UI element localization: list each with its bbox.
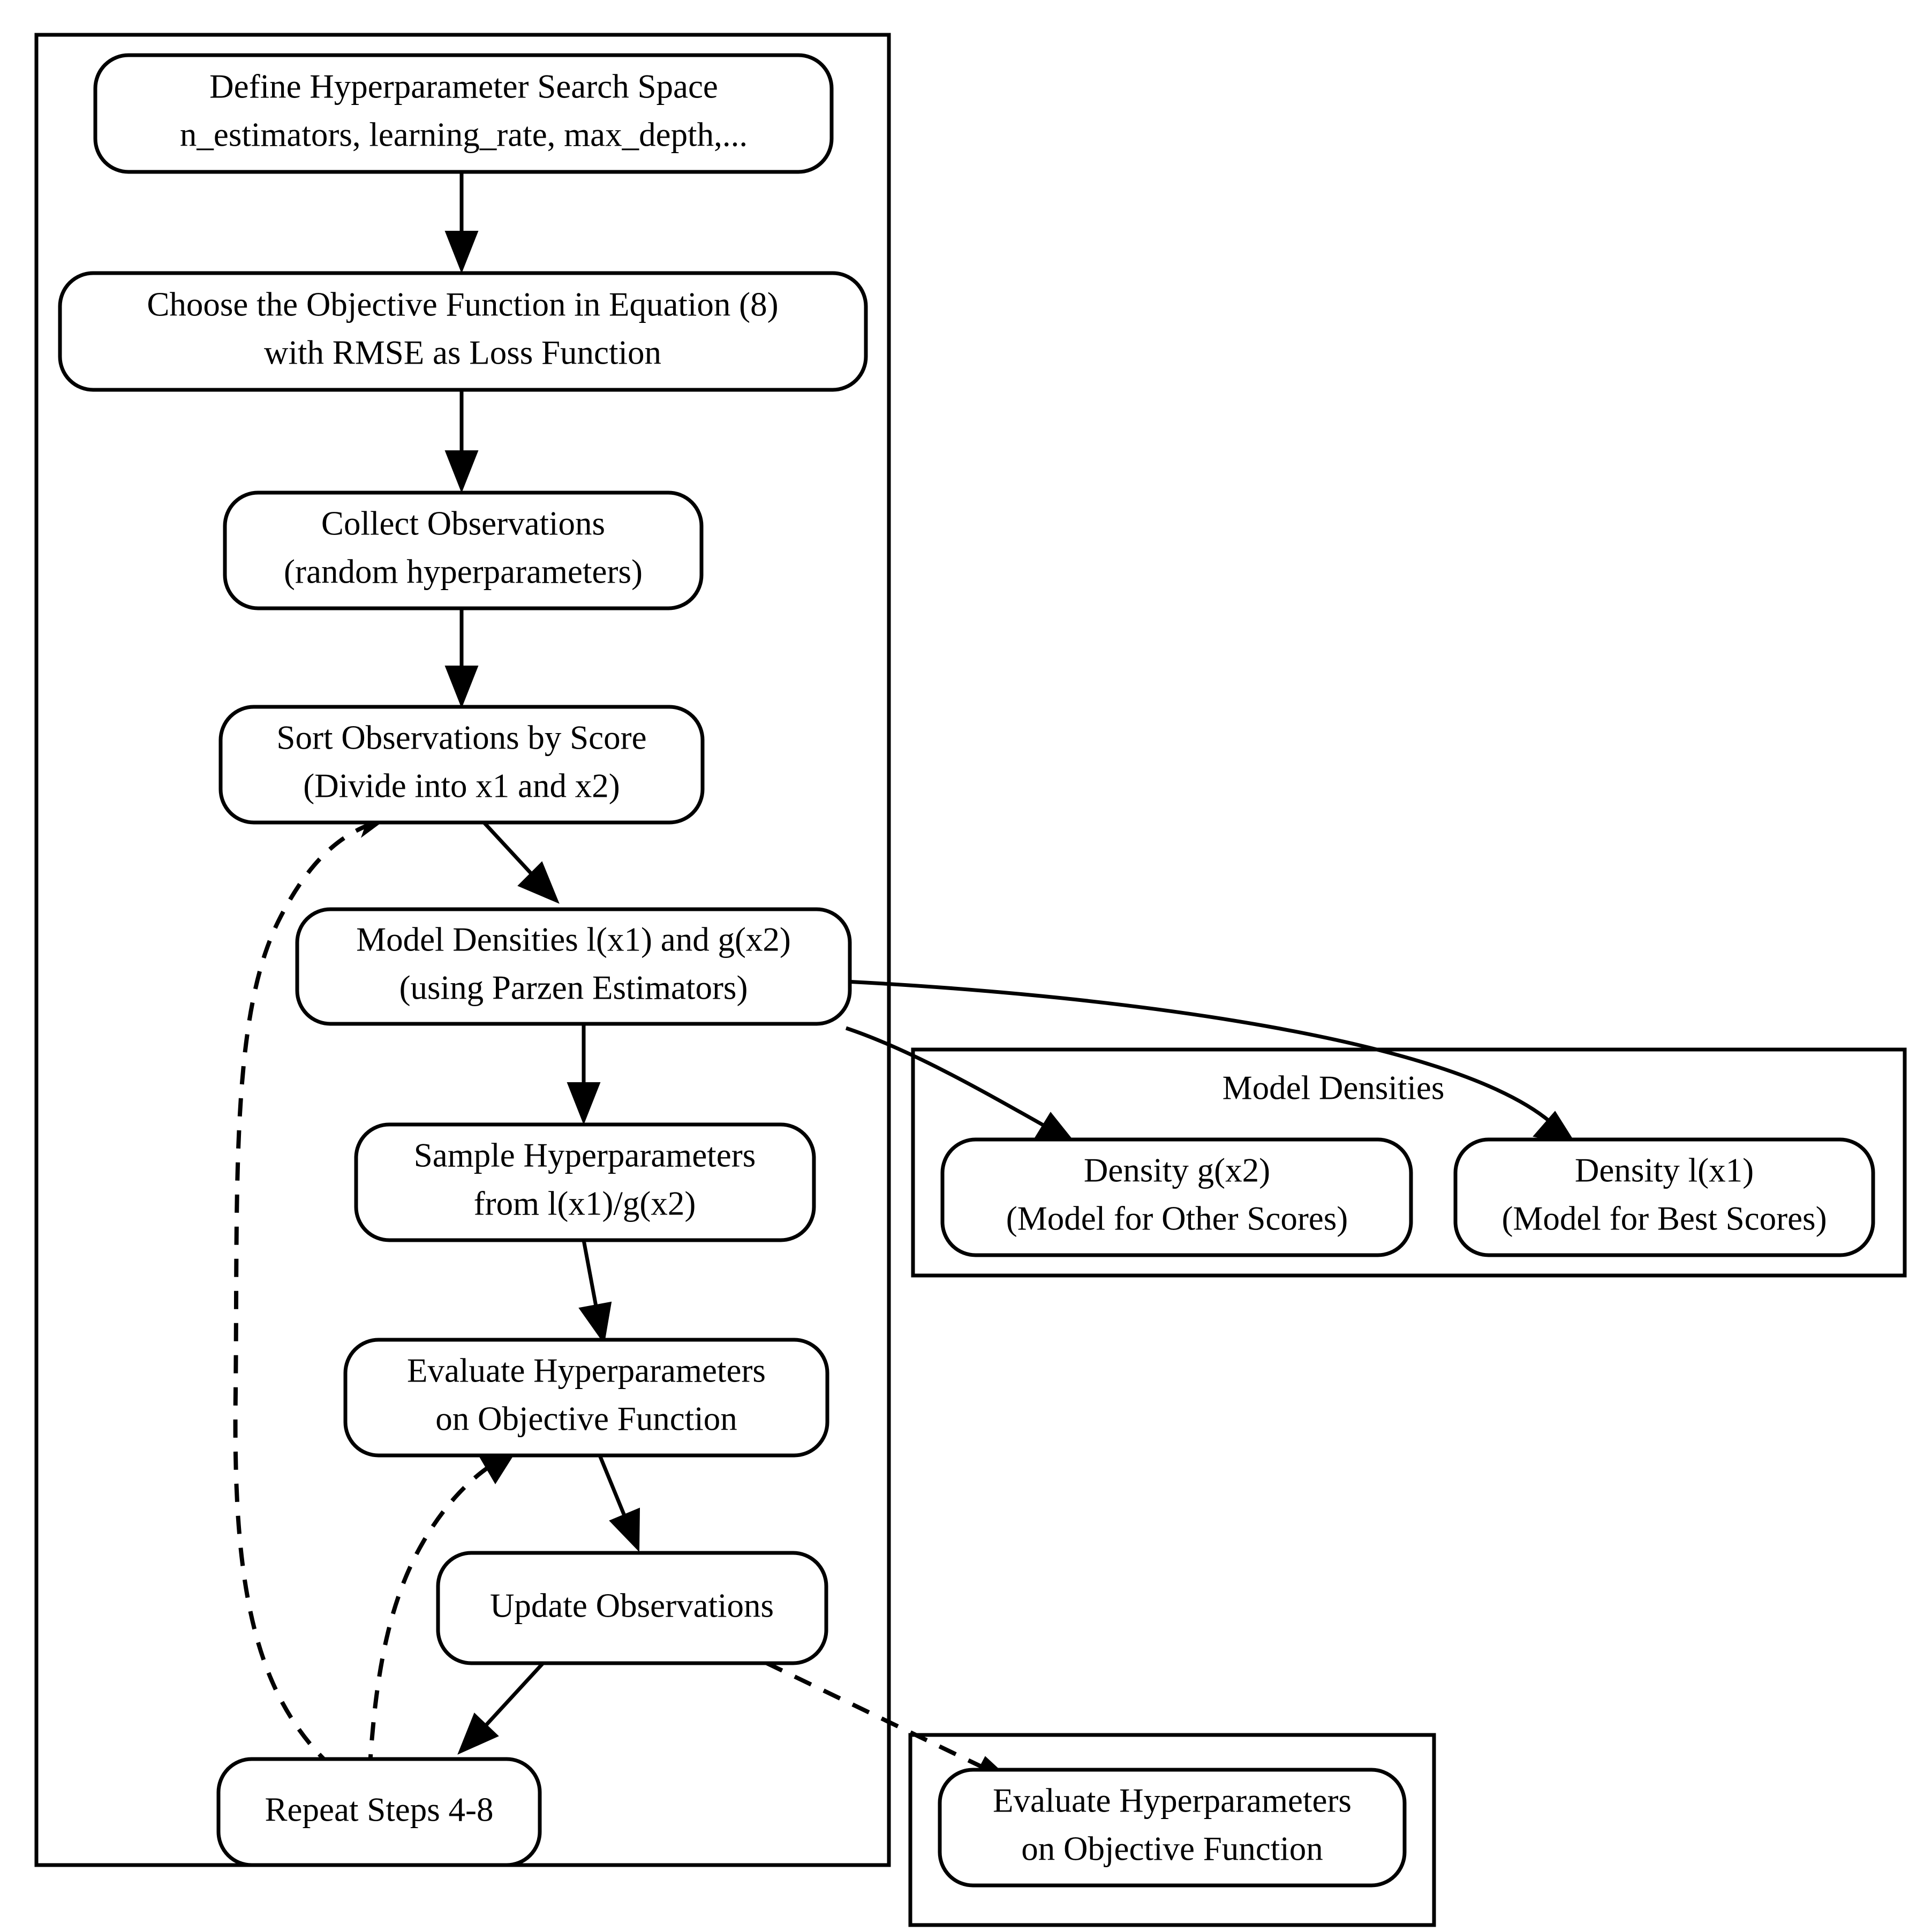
node-update-observations[interactable]: Update Observations bbox=[436, 1551, 828, 1665]
node-evaluate-hyperparameters-output-line2: on Objective Function bbox=[1021, 1830, 1323, 1867]
node-collect-observations-line2: (random hyperparameters) bbox=[284, 553, 643, 590]
node-update-observations-line1: Update Observations bbox=[490, 1587, 774, 1624]
node-model-densities-line2: (using Parzen Estimators) bbox=[399, 969, 748, 1006]
edge-sort-to-modeldensities bbox=[480, 819, 560, 904]
node-density-g[interactable]: Density g(x2) (Model for Other Scores) bbox=[940, 1137, 1413, 1257]
node-density-l[interactable]: Density l(x1) (Model for Best Scores) bbox=[1453, 1137, 1875, 1257]
node-collect-observations[interactable]: Collect Observations (random hyperparame… bbox=[223, 490, 704, 610]
node-evaluate-hyperparameters-line2: on Objective Function bbox=[435, 1400, 737, 1437]
evaluate-output-cluster bbox=[908, 1733, 1436, 1927]
node-define-search-space-line2: n_estimators, learning_rate, max_depth,.… bbox=[180, 116, 748, 153]
node-define-search-space[interactable]: Define Hyperparameter Search Space n_est… bbox=[93, 53, 834, 174]
node-repeat-steps[interactable]: Repeat Steps 4-8 bbox=[216, 1757, 542, 1867]
node-repeat-steps-line1: Repeat Steps 4-8 bbox=[265, 1791, 494, 1828]
edge-define-to-choose bbox=[444, 171, 479, 274]
node-density-l-line2: (Model for Best Scores) bbox=[1502, 1199, 1827, 1237]
edge-choose-to-collect bbox=[444, 391, 479, 493]
model-densities-cluster-label: Model Densities bbox=[1223, 1069, 1445, 1106]
edge-modeldensities-to-density-g bbox=[845, 1026, 1078, 1146]
node-choose-objective-line2: with RMSE as Loss Function bbox=[264, 334, 661, 371]
node-model-densities-line1: Model Densities l(x1) and g(x2) bbox=[356, 920, 791, 958]
edge-sample-to-evaluate bbox=[578, 1240, 612, 1345]
edge-evaluate-to-update bbox=[598, 1454, 640, 1552]
node-sort-observations-line2: (Divide into x1 and x2) bbox=[303, 767, 620, 804]
node-sample-hyperparameters[interactable]: Sample Hyperparameters from l(x1)/g(x2) bbox=[354, 1122, 816, 1242]
node-evaluate-hyperparameters-line1: Evaluate Hyperparameters bbox=[407, 1352, 766, 1389]
edge-modeldensities-to-density-l bbox=[846, 979, 1578, 1146]
edge-collect-to-sort bbox=[444, 605, 479, 708]
edge-modeldensities-to-sample bbox=[567, 1020, 601, 1125]
edge-update-to-repeat bbox=[457, 1661, 545, 1755]
node-evaluate-hyperparameters-output-line1: Evaluate Hyperparameters bbox=[993, 1782, 1352, 1819]
node-evaluate-hyperparameters-output[interactable]: Evaluate Hyperparameters on Objective Fu… bbox=[938, 1768, 1407, 1888]
model-densities-cluster bbox=[911, 1047, 1907, 1278]
node-choose-objective[interactable]: Choose the Objective Function in Equatio… bbox=[58, 271, 868, 392]
node-density-l-line1: Density l(x1) bbox=[1575, 1151, 1754, 1189]
node-sample-hyperparameters-line2: from l(x1)/g(x2) bbox=[474, 1184, 696, 1222]
node-density-g-line2: (Model for Other Scores) bbox=[1006, 1199, 1348, 1237]
node-model-densities[interactable]: Model Densities l(x1) and g(x2) (using P… bbox=[295, 907, 852, 1026]
node-collect-observations-line1: Collect Observations bbox=[321, 504, 605, 542]
node-define-search-space-line1: Define Hyperparameter Search Space bbox=[209, 67, 718, 105]
node-sample-hyperparameters-line1: Sample Hyperparameters bbox=[414, 1136, 756, 1174]
node-evaluate-hyperparameters[interactable]: Evaluate Hyperparameters on Objective Fu… bbox=[343, 1338, 829, 1458]
node-sort-observations[interactable]: Sort Observations by Score (Divide into … bbox=[218, 705, 705, 825]
node-density-g-line1: Density g(x2) bbox=[1084, 1151, 1270, 1189]
node-choose-objective-line1: Choose the Objective Function in Equatio… bbox=[147, 285, 778, 323]
node-sort-observations-line1: Sort Observations by Score bbox=[276, 719, 646, 756]
